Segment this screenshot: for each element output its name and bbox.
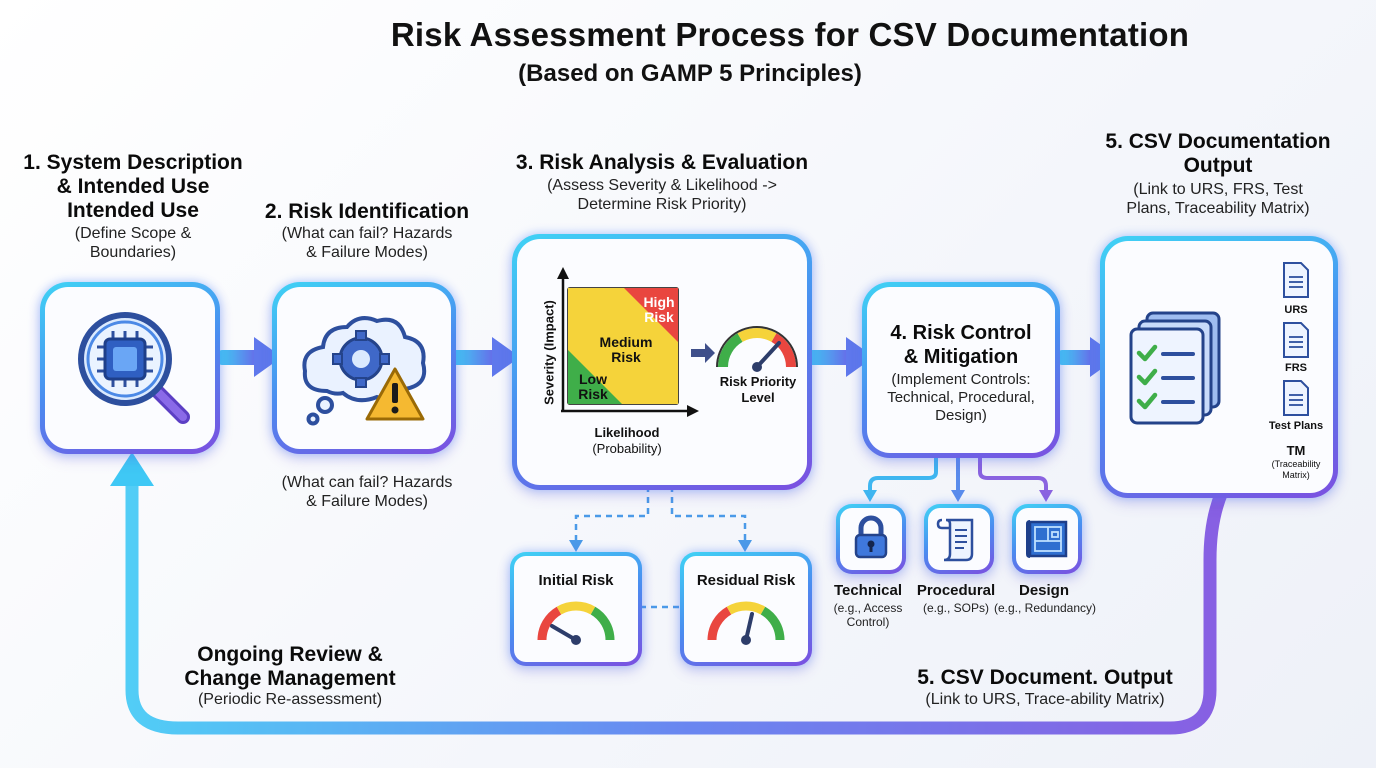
step1-description: (Define Scope & Boundaries) xyxy=(74,225,192,261)
residual-risk-label: Residual Risk xyxy=(696,572,796,589)
step4-description: (Implement Controls: Technical, Procedur… xyxy=(887,371,1035,424)
residual-risk-card: Residual Risk xyxy=(680,552,812,666)
flow-arrow-2-3 xyxy=(452,337,520,377)
thought-gear-warning-icon xyxy=(302,316,427,426)
step2-description: (What can fail? Hazards & Failure Modes) xyxy=(281,225,453,261)
step1-card xyxy=(40,282,220,454)
step3-title: 3. Risk Analysis & Evaluation xyxy=(515,151,809,174)
ongoing-review-title: Ongoing Review & Change Management xyxy=(184,643,396,690)
documents-stack-icon xyxy=(1129,311,1221,425)
dashed-connector-residual xyxy=(670,486,747,546)
control-design-desc: (e.g., Redundancy) xyxy=(993,601,1097,615)
csv-output-bottom-title: 5. CSV Document. Output xyxy=(917,666,1173,689)
flow-arrow-1-2 xyxy=(218,337,282,377)
flow-arrow-4-5 xyxy=(1058,337,1118,377)
control-technical-label: Technical xyxy=(833,582,903,599)
control-procedural-card xyxy=(924,504,994,574)
step3-card: Severity (Impact) High Risk Medium Risk … xyxy=(512,234,812,490)
control-design-card xyxy=(1012,504,1082,574)
step5-title: 5. CSV Documentation Output xyxy=(1105,130,1331,177)
ongoing-review-desc: (Periodic Re-assessment) xyxy=(197,691,383,708)
step5-card: URS FRS Test Plans TM (Traceability Matr… xyxy=(1100,236,1338,498)
feedback-loop-line xyxy=(125,473,1229,735)
scroll-icon xyxy=(936,518,974,562)
step2-card xyxy=(272,282,456,454)
dashed-connector-initial xyxy=(574,486,650,546)
step1-title: 1. System Description & Intended Use Int… xyxy=(10,151,256,223)
zone-high-label: High Risk xyxy=(643,294,675,325)
blueprint-icon xyxy=(1026,520,1068,558)
doc-tm-label: TM xyxy=(1286,443,1306,458)
page-title: Risk Assessment Process for CSV Document… xyxy=(390,16,1190,53)
doc-urs-label: URS xyxy=(1284,304,1308,316)
risk-matrix xyxy=(567,287,679,405)
control-technical-card xyxy=(836,504,906,574)
control-procedural-desc: (e.g., SOPs) xyxy=(922,601,990,615)
risk-matrix-graphic xyxy=(557,267,798,417)
control-technical-desc: (e.g., Access Control) xyxy=(833,601,903,629)
step3-description: (Assess Severity & Likelihood -> Determi… xyxy=(547,177,777,213)
risk-priority-gauge xyxy=(716,326,798,372)
test-plans-doc-icon xyxy=(1283,380,1309,416)
zone-medium-label: Medium Risk xyxy=(599,334,653,365)
csv-output-bottom-desc: (Link to URS, Trace-ability Matrix) xyxy=(925,691,1165,708)
padlock-icon xyxy=(854,515,888,559)
control-design-label: Design xyxy=(1018,582,1069,599)
frs-doc-icon xyxy=(1283,322,1309,358)
doc-frs-label: FRS xyxy=(1285,362,1307,374)
initial-risk-label: Initial Risk xyxy=(538,572,614,589)
step4-card: 4. Risk Control & Mitigation (Implement … xyxy=(862,282,1060,458)
step1-title-line1: 1. System Description xyxy=(23,151,243,174)
zone-low-label: Low Risk xyxy=(578,371,608,402)
x-axis-label: Likelihood (Probability) xyxy=(592,425,662,456)
urs-doc-icon xyxy=(1283,262,1309,298)
step1-title-line2: & Intended Use xyxy=(56,175,210,198)
feedback-loop-arrowhead xyxy=(110,452,154,486)
flow-arrow-3-4 xyxy=(806,337,874,377)
step5-description: (Link to URS, FRS, Test Plans, Traceabil… xyxy=(1126,181,1310,217)
initial-risk-gauge xyxy=(537,601,615,645)
residual-risk-gauge xyxy=(707,601,785,645)
risk-priority-label: Risk Priority Level xyxy=(719,374,797,405)
y-axis-label: Severity (Impact) xyxy=(541,300,557,405)
step1-title-line3: Intended Use xyxy=(67,199,199,222)
magnifier-chip-icon xyxy=(78,312,190,424)
initial-risk-card: Initial Risk xyxy=(510,552,642,666)
page-subtitle: (Based on GAMP 5 Principles) xyxy=(518,60,862,87)
doc-tm-sub: (Traceability Matrix) xyxy=(1271,459,1321,480)
doc-test-plans-label: Test Plans xyxy=(1268,420,1324,432)
control-procedural-label: Procedural xyxy=(916,582,996,599)
step2-description-below: (What can fail? Hazards & Failure Modes) xyxy=(281,474,453,510)
step4-title: 4. Risk Control & Mitigation xyxy=(890,322,1032,368)
controls-branch-lines xyxy=(863,455,1053,502)
step2-title: 2. Risk Identification xyxy=(264,200,470,223)
